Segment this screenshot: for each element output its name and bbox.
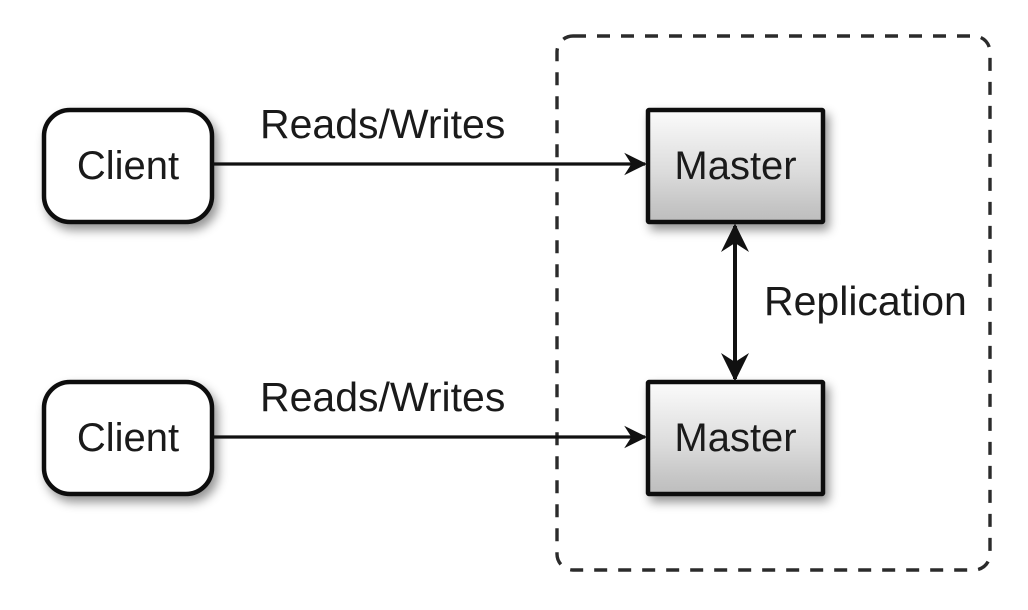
node-master-top[interactable] <box>645 107 826 225</box>
node-master-bottom[interactable] <box>645 379 826 497</box>
edge-top-label: Reads/Writes <box>260 101 506 147</box>
node-client-top[interactable] <box>41 107 215 225</box>
edge-replication-label: Replication <box>764 278 967 324</box>
node-client-bottom[interactable] <box>41 379 215 497</box>
edge-bottom-label: Reads/Writes <box>260 374 506 420</box>
master-cluster-boundary <box>555 34 992 572</box>
